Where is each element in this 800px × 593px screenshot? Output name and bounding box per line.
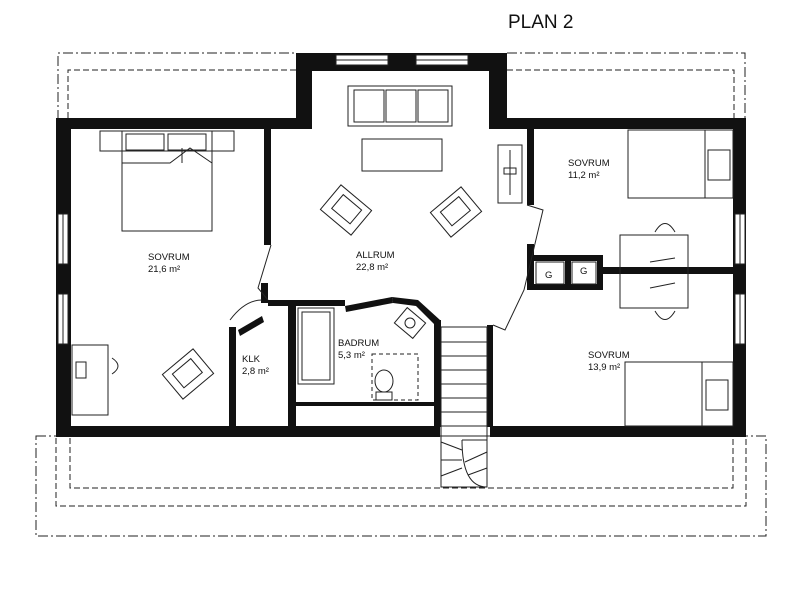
toilet-icon bbox=[371, 353, 419, 401]
room-area: 21,6 m² bbox=[148, 264, 180, 275]
sofa-icon bbox=[347, 85, 453, 127]
room-label-klk: KLK 2,8 m² bbox=[242, 354, 269, 377]
room-label-sovrum-bottom-right: SOVRUM 13,9 m² bbox=[588, 350, 630, 373]
windows bbox=[57, 54, 746, 345]
closet-label: G bbox=[545, 270, 552, 281]
armchair-icon bbox=[429, 186, 483, 238]
room-label-allrum: ALLRUM 22,8 m² bbox=[356, 250, 395, 273]
coffee-table bbox=[361, 138, 443, 172]
staircase-icon bbox=[440, 326, 488, 488]
room-label-sovrum-left: SOVRUM 21,6 m² bbox=[148, 252, 190, 275]
room-area: 13,9 m² bbox=[588, 362, 620, 373]
bed-icon bbox=[624, 361, 734, 427]
bed-icon bbox=[627, 129, 734, 199]
room-name: SOVRUM bbox=[588, 350, 630, 361]
bed-icon bbox=[99, 130, 235, 232]
room-name: SOVRUM bbox=[148, 252, 190, 263]
room-name: BADRUM bbox=[338, 338, 379, 349]
armchair-icon bbox=[161, 348, 215, 400]
room-name: SOVRUM bbox=[568, 158, 610, 169]
desk-icon bbox=[71, 344, 119, 416]
room-label-sovrum-top-right: SOVRUM 11,2 m² bbox=[568, 158, 610, 181]
interior-walls bbox=[229, 129, 733, 427]
room-area: 22,8 m² bbox=[356, 262, 388, 273]
room-area: 2,8 m² bbox=[242, 366, 269, 377]
closet-label: G bbox=[580, 266, 587, 277]
room-name: ALLRUM bbox=[356, 250, 395, 261]
room-area: 11,2 m² bbox=[568, 170, 600, 181]
room-label-badrum: BADRUM 5,3 m² bbox=[338, 338, 379, 361]
roof-outline bbox=[35, 52, 767, 537]
closet-g1: G bbox=[535, 261, 565, 285]
room-area: 5,3 m² bbox=[338, 350, 365, 361]
bathtub-icon bbox=[297, 307, 335, 385]
exterior-walls bbox=[56, 53, 746, 437]
closet-g2: G bbox=[571, 261, 597, 285]
room-name: KLK bbox=[242, 354, 261, 365]
armchair-icon bbox=[319, 184, 373, 236]
plan-title: PLAN 2 bbox=[508, 12, 573, 33]
dining-table-icon bbox=[619, 223, 689, 320]
door-swings bbox=[229, 204, 544, 331]
sink-icon bbox=[393, 306, 427, 340]
desk-icon bbox=[497, 144, 523, 204]
